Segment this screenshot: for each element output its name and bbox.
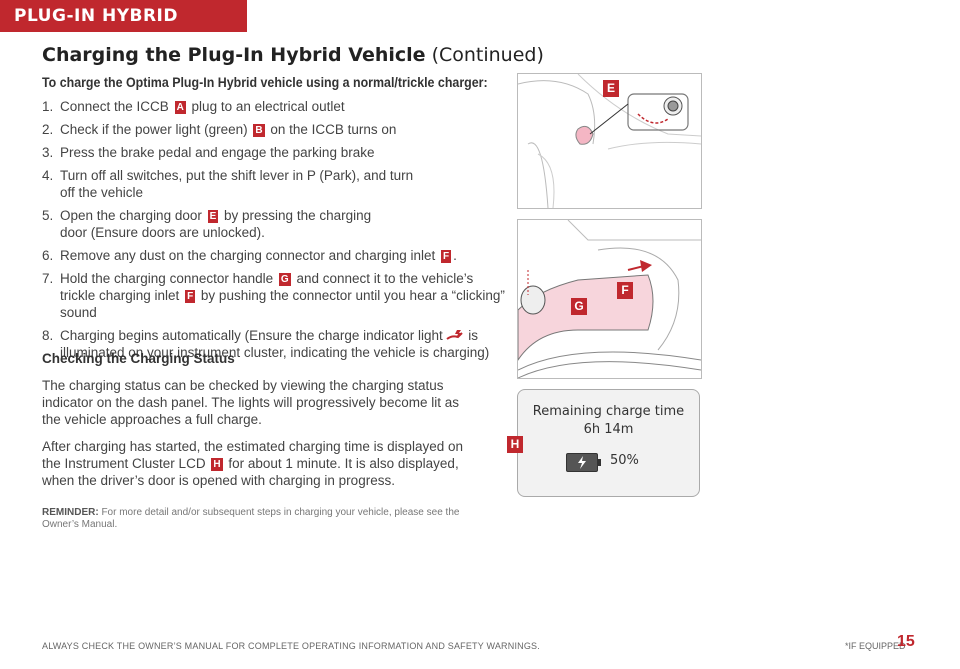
step-item: 7. Hold the charging connector handle G a… [42,270,512,321]
page-number: 15 [897,633,915,650]
connector-illustration [517,219,702,379]
step-item: 1. Connect the ICCB A plug to an electric… [42,98,512,115]
intro-text: To charge the Optima Plug-In Hybrid vehi… [42,75,488,90]
step-item: 2. Check if the power light (green) B on … [42,121,512,138]
page-title: Charging the Plug-In Hybrid Vehicle (Con… [42,44,544,66]
callout-e: E [603,80,619,97]
step-item: 4. Turn off all switches, put the shift l… [42,167,512,201]
section-tab: PLUG-IN HYBRID SYSTEM [0,0,247,58]
badge-h: H [211,458,223,471]
remaining-charge-time: 6h 14m [583,422,634,437]
charge-indicator-icon [446,330,464,340]
callout-h: H [507,436,523,453]
badge-g: G [278,273,291,286]
lightning-icon [578,456,586,469]
step-text: Check if the power light (green) B on th… [60,122,397,137]
if-equipped-note: *IF EQUIPPED [845,641,906,651]
step-text: Open the charging door E by pressing the… [60,208,372,240]
step-number: 4. [42,168,54,183]
step-number: 5. [42,208,54,223]
step-number: 8. [42,328,54,343]
step-number: 2. [42,122,54,137]
step-number: 1. [42,99,54,114]
callout-g: G [571,298,587,315]
step-text: Connect the ICCB A plug to an electrical… [60,99,345,114]
charge-percent: 50% [610,453,639,468]
step-item: 8. Charging begins automatically (Ensure … [42,327,512,361]
charging-door-drawing [518,74,701,208]
battery-icon [566,453,601,472]
step-text: Remove any dust on the charging connecto… [60,248,457,263]
callout-f: F [617,282,633,299]
reminder-text: For more detail and/or subsequent steps … [42,507,460,530]
step-number: 7. [42,271,54,286]
connector-drawing [518,220,701,378]
step-item: 6. Remove any dust on the charging connec… [42,247,512,264]
title-main: Charging the Plug-In Hybrid Vehicle [42,44,426,66]
footer-warning: ALWAYS CHECK THE OWNER’S MANUAL FOR COMP… [42,641,540,651]
step-item: 5. Open the charging door E by pressing t… [42,207,512,241]
step-text: Turn off all switches, put the shift lev… [60,168,414,200]
title-suffix: (Continued) [425,44,544,66]
step-text: Hold the charging connector handle G and… [60,271,505,320]
badge-f: F [441,250,452,263]
reminder-note: REMINDER: For more detail and/or subsequ… [42,507,462,531]
badge-e: E [207,210,219,223]
badge-b: B [253,124,265,137]
badge-f: F [185,290,196,303]
remaining-charge-label: Remaining charge time [532,404,685,419]
reminder-label: REMINDER: [42,507,99,518]
step-item: 3. Press the brake pedal and engage the p… [42,144,512,161]
step-number: 6. [42,248,54,263]
step-number: 3. [42,145,54,160]
badge-a: A [174,101,186,114]
step-text: Press the brake pedal and engage the par… [60,145,375,160]
paragraph-status: The charging status can be checked by vi… [42,378,459,427]
checking-heading: Checking the Charging Status [42,351,235,366]
step-text: Charging begins automatically (Ensure th… [60,328,490,360]
steps-list: 1. Connect the ICCB A plug to an electric… [42,98,512,367]
paragraph-lcd: After charging has started, the estimate… [42,439,463,488]
instrument-cluster-lcd: Remaining charge time 6h 14m 50% [517,389,700,497]
